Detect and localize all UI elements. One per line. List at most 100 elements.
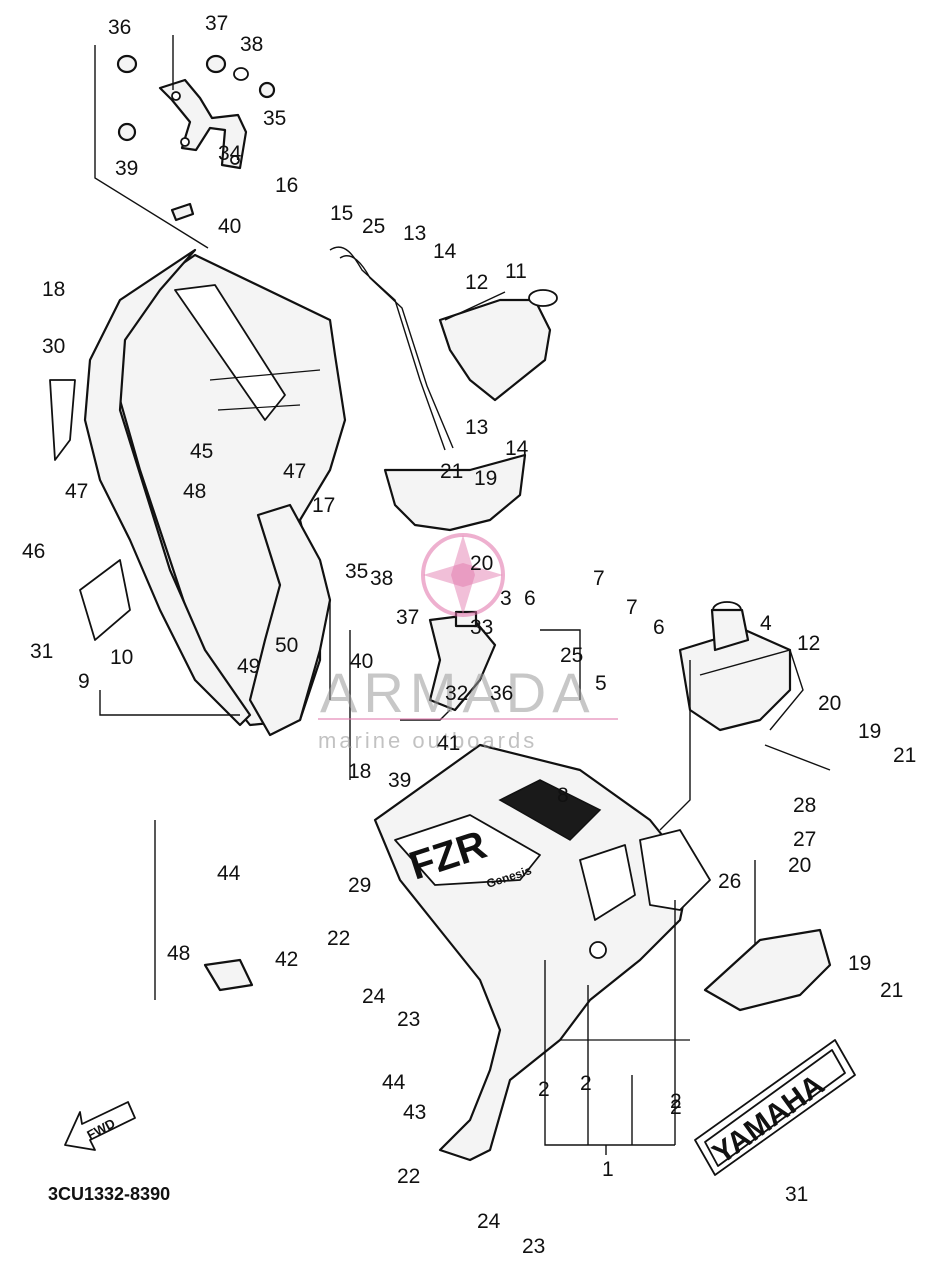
diagram-code: 3CU1332-8390 <box>48 1184 170 1204</box>
callout-13: 13 <box>403 222 426 245</box>
stay-42 <box>203 958 254 992</box>
callout-2: 2 <box>670 1090 682 1113</box>
callout-31: 31 <box>30 640 53 663</box>
callout-13: 13 <box>465 416 488 439</box>
wire-stay <box>329 246 454 451</box>
callout-9: 9 <box>78 670 90 693</box>
callout-18: 18 <box>348 760 371 783</box>
callout-7: 7 <box>593 567 605 590</box>
callout-33: 33 <box>470 616 493 639</box>
callout-24: 24 <box>362 985 386 1008</box>
callout-24: 24 <box>477 1210 501 1233</box>
callout-21: 21 <box>440 460 463 483</box>
callout-39: 39 <box>388 769 411 792</box>
callout-17: 17 <box>312 494 335 517</box>
callout-25: 25 <box>362 215 385 238</box>
fasteners-top <box>116 54 276 222</box>
trim-piece-center <box>383 453 527 532</box>
callout-20: 20 <box>818 692 841 715</box>
callout-36: 36 <box>108 16 131 39</box>
callout-20: 20 <box>470 552 493 575</box>
callout-5: 5 <box>595 672 607 695</box>
frame-stay <box>248 503 332 737</box>
callout-28: 28 <box>793 794 816 817</box>
side-cover-left <box>49 248 252 727</box>
callout-30: 30 <box>42 335 65 358</box>
callout-21: 21 <box>893 744 916 767</box>
callout-29: 29 <box>348 874 371 897</box>
callout-2: 2 <box>538 1078 550 1101</box>
callout-10: 10 <box>110 646 133 669</box>
callout-44: 44 <box>217 862 241 885</box>
callout-19: 19 <box>474 467 497 490</box>
callout-44: 44 <box>382 1071 406 1094</box>
reference-lines <box>94 35 831 1155</box>
callout-42: 42 <box>275 948 298 971</box>
callout-43: 43 <box>403 1101 426 1124</box>
callout-47: 47 <box>283 460 306 483</box>
callout-20: 20 <box>788 854 811 877</box>
yamaha-emblem: YAMAHA <box>694 1039 856 1176</box>
watermark: ARMADA marine outboards <box>318 533 618 753</box>
callout-39: 39 <box>115 157 138 180</box>
stay-bracket <box>158 78 248 170</box>
callout-23: 23 <box>397 1008 420 1031</box>
callout-35: 35 <box>345 560 368 583</box>
callout-2: 2 <box>580 1072 592 1095</box>
callout-27: 27 <box>793 828 816 851</box>
callout-26: 26 <box>718 870 741 893</box>
callout-2: 2 <box>670 1096 682 1119</box>
callout-22: 22 <box>397 1165 420 1188</box>
callout-46: 46 <box>22 540 45 563</box>
callout-23: 23 <box>522 1235 545 1258</box>
callout-16: 16 <box>275 174 298 197</box>
fwd-arrow-icon: FWD <box>64 1101 136 1151</box>
callout-31: 31 <box>785 1183 808 1206</box>
callout-36: 36 <box>490 682 513 705</box>
callout-50: 50 <box>275 634 298 657</box>
callout-45: 45 <box>190 440 213 463</box>
callout-32: 32 <box>445 682 468 705</box>
callout-38: 38 <box>370 567 393 590</box>
callout-49: 49 <box>237 655 260 678</box>
callout-34: 34 <box>218 142 242 165</box>
callout-25: 25 <box>560 644 583 667</box>
callout-6: 6 <box>524 587 536 610</box>
lower-cowling <box>373 743 711 1162</box>
callout-37: 37 <box>205 12 228 35</box>
callout-12: 12 <box>797 632 820 655</box>
callout-4: 4 <box>760 612 772 635</box>
watermark-brand: ARMADA <box>320 661 596 724</box>
callout-48: 48 <box>183 480 206 503</box>
callout-19: 19 <box>858 720 881 743</box>
callout-40: 40 <box>218 215 241 238</box>
callout-48: 48 <box>167 942 190 965</box>
callout-11: 11 <box>505 260 527 283</box>
air-duct-right-upper <box>438 289 558 402</box>
air-duct-right <box>678 601 804 732</box>
callout-37: 37 <box>396 606 419 629</box>
callout-15: 15 <box>330 202 353 225</box>
callout-3: 3 <box>500 587 512 610</box>
callout-14: 14 <box>505 437 529 460</box>
callout-35: 35 <box>263 107 286 130</box>
callout-19: 19 <box>848 952 871 975</box>
callout-18: 18 <box>42 278 65 301</box>
callout-14: 14 <box>433 240 457 263</box>
callout-12: 12 <box>465 271 488 294</box>
callout-22: 22 <box>327 927 350 950</box>
callout-6: 6 <box>653 616 665 639</box>
under-cowl-right <box>703 928 832 1012</box>
callout-38: 38 <box>240 33 263 56</box>
callout-21: 21 <box>880 979 903 1002</box>
watermark-tagline: marine outboards <box>318 728 537 753</box>
callout-8: 8 <box>557 784 569 807</box>
callout-40: 40 <box>350 650 373 673</box>
callout-41: 41 <box>437 732 460 755</box>
callout-47: 47 <box>65 480 88 503</box>
callout-1: 1 <box>602 1158 614 1181</box>
callout-7: 7 <box>626 596 638 619</box>
